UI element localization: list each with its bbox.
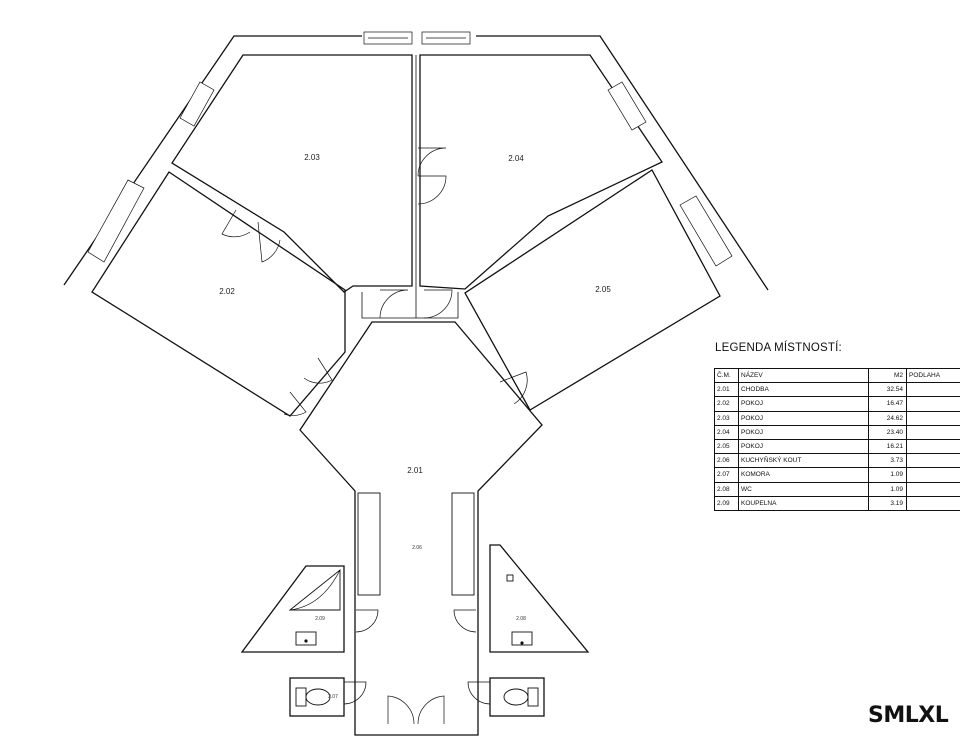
room-2-03 [171, 54, 413, 293]
legend-cell-name: WC [738, 481, 869, 497]
room-wc-left [289, 677, 345, 717]
room-label-2-03: 2.03 [304, 153, 320, 162]
legend-cell-num: 2.01 [714, 382, 739, 398]
legend-cell-area: 1.09 [868, 481, 907, 497]
legend-cell-num: 2.09 [714, 495, 739, 511]
room-2-02 [91, 171, 346, 417]
room-label-2-02: 2.02 [219, 287, 235, 296]
room-legend: LEGENDA MÍSTNOSTÍ: Č.M. NÁZEV M2 PODLAHA… [714, 342, 960, 511]
windows [87, 31, 733, 267]
legend-cell-floor [906, 424, 960, 440]
legend-cell-area: 32.54 [868, 382, 907, 398]
legend-cell-name: POKOJ [738, 424, 869, 440]
room-label-2-07: 2.07 [328, 694, 338, 700]
room-label-2-05: 2.05 [595, 285, 611, 294]
room-label-2-01: 2.01 [407, 466, 423, 475]
room-label-2-04: 2.04 [508, 154, 524, 163]
legend-title: LEGENDA MÍSTNOSTÍ: [715, 342, 842, 354]
legend-cell-area: 23.40 [868, 424, 907, 440]
legend-cell-name: KUCHYŇSKÝ KOUT [738, 453, 869, 469]
legend-cell-floor [906, 438, 960, 455]
legend-cell-floor [906, 481, 960, 497]
room-2-09 [240, 565, 345, 653]
legend-cell-num: 2.02 [714, 396, 739, 412]
room-2-08 [489, 544, 590, 653]
doors [221, 147, 528, 725]
legend-cell-num: 2.08 [714, 481, 739, 497]
legend-header-num: Č.M. [714, 367, 739, 384]
brand-logo: SMLXL [868, 703, 949, 728]
legend-cell-floor [906, 396, 960, 412]
room-label-2-09: 2.09 [315, 616, 325, 622]
legend-header-floor: PODLAHA [906, 367, 960, 384]
legend-cell-num: 2.05 [714, 438, 739, 455]
legend-cell-area: 16.47 [868, 396, 907, 412]
legend-cell-num: 2.04 [714, 424, 739, 440]
legend-header-name: NÁZEV [738, 367, 869, 384]
legend-cell-name: CHODBA [738, 382, 869, 398]
legend-cell-name: POKOJ [738, 410, 869, 426]
legend-cell-name: KOMORA [738, 467, 869, 483]
legend-cell-floor [906, 410, 960, 426]
legend-cell-floor [906, 495, 960, 511]
room-wc-right [489, 677, 545, 717]
legend-cell-num: 2.07 [714, 467, 739, 483]
legend-header-row: Č.M. NÁZEV M2 PODLAHA [714, 367, 960, 384]
legend-cell-area: 3.73 [868, 453, 907, 469]
legend-cell-floor [906, 467, 960, 483]
legend-cell-area: 24.62 [868, 410, 907, 426]
toilet-right-icon [503, 687, 539, 707]
legend-cell-area: 16.21 [868, 438, 907, 455]
room-2-04 [419, 54, 663, 290]
legend-cell-floor [906, 382, 960, 398]
legend-cell-name: KOUPELNA [738, 495, 869, 511]
legend-cell-name: POKOJ [738, 396, 869, 412]
legend-cell-floor [906, 453, 960, 469]
legend-header-area: M2 [868, 367, 907, 384]
room-2-01 [299, 321, 543, 736]
legend-cell-area: 3.19 [868, 495, 907, 511]
toilet-left-icon [295, 687, 331, 707]
legend-cell-num: 2.06 [714, 453, 739, 469]
legend-cell-area: 1.09 [868, 467, 907, 483]
legend-cell-name: POKOJ [738, 438, 869, 455]
room-label-2-06: 2.06 [412, 545, 422, 551]
room-label-2-08: 2.08 [516, 616, 526, 622]
legend-cell-num: 2.03 [714, 410, 739, 426]
